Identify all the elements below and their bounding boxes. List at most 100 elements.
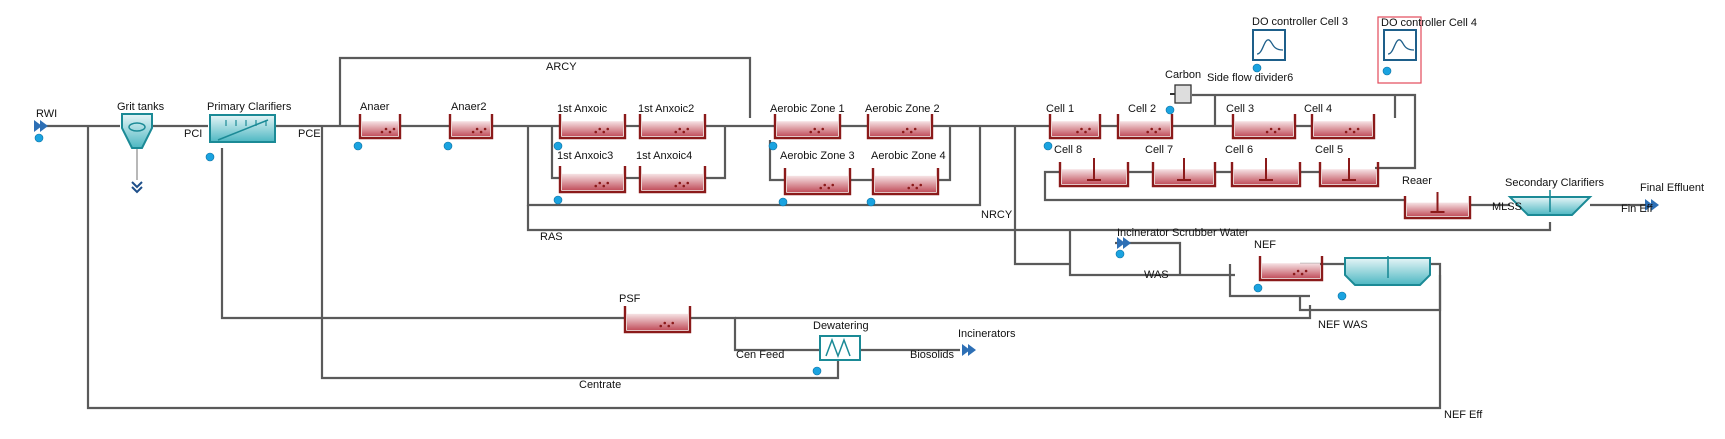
- bubble-icon: [659, 324, 663, 328]
- tank-anaer2[interactable]: [443, 114, 494, 151]
- dewatering-unit[interactable]: [812, 335, 861, 376]
- bubble-icon: [380, 130, 384, 134]
- label-cell-6: Cell 6: [1225, 144, 1253, 156]
- tank-cell-6[interactable]: [1230, 158, 1302, 188]
- bubble-icon: [606, 127, 610, 131]
- status-dot-icon: [768, 141, 778, 151]
- tank-aerobic-zone-2[interactable]: [866, 114, 934, 140]
- secondary-clarifier[interactable]: [1507, 190, 1593, 216]
- bubble-icon: [1088, 127, 1091, 131]
- tank-1st-anxoic4[interactable]: [638, 166, 707, 194]
- pipe-ras[interactable]: [526, 205, 1552, 232]
- label-rwi: RWI: [36, 108, 57, 120]
- tank-cell-1[interactable]: [1043, 114, 1102, 151]
- pipe-cell8-reaer[interactable]: [1043, 170, 1405, 202]
- bubble-icon: [919, 183, 923, 187]
- pipe-arcy[interactable]: [338, 56, 752, 126]
- tank-liquid: [1120, 121, 1170, 136]
- tank-1st-anxoic[interactable]: [553, 114, 627, 151]
- bubble-icon: [686, 181, 690, 185]
- tank-1st-anxoic2[interactable]: [638, 114, 707, 140]
- bubble-icon: [1348, 127, 1352, 131]
- tank-reaer[interactable]: [1403, 192, 1472, 220]
- rwi-influent-icon[interactable]: [34, 120, 48, 143]
- pipe-incin-water[interactable]: [1115, 241, 1182, 275]
- tank-aerobic-zone-4[interactable]: [866, 168, 940, 207]
- label-incinerators: Incinerators: [958, 328, 1016, 340]
- mixer-icon: [1087, 158, 1101, 181]
- tank-aerobic-zone-1[interactable]: [768, 114, 842, 151]
- tank-wall: [1116, 114, 1174, 140]
- status-dot-icon: [1382, 66, 1392, 76]
- pipe-nrcy[interactable]: [526, 126, 982, 207]
- do-controller-cell4[interactable]: [1377, 16, 1422, 84]
- incinerator-scrubber-water-icon[interactable]: [1115, 237, 1131, 259]
- incinerators-icon[interactable]: [962, 344, 976, 356]
- tank-liquid: [362, 121, 398, 136]
- label-1st-anxoic4: 1st Anxoic4: [636, 150, 692, 162]
- pipe-centrate[interactable]: [320, 126, 840, 380]
- status-dot-icon: [1253, 283, 1263, 293]
- label-carbon: Carbon: [1165, 69, 1201, 81]
- bubble-icon: [1273, 130, 1277, 134]
- tank-wall: [1318, 162, 1380, 188]
- label-grit-tanks: Grit tanks: [117, 101, 165, 113]
- carbon-dosing[interactable]: [1165, 84, 1192, 115]
- tank-cell-8[interactable]: [1058, 158, 1130, 188]
- tank-wall: [1230, 162, 1302, 188]
- final-effluent-icon[interactable]: [1645, 199, 1659, 211]
- tank-wall: [638, 166, 707, 194]
- tank-liquid: [875, 175, 936, 192]
- label-cell-7: Cell 7: [1145, 144, 1173, 156]
- tank-cell-2[interactable]: [1116, 114, 1174, 140]
- tank-wall: [358, 114, 402, 140]
- grit-tank[interactable]: [121, 113, 153, 149]
- bubble-icon: [831, 183, 835, 187]
- pipe-was-drop[interactable]: [1013, 126, 1070, 266]
- bubble-icon: [1352, 130, 1356, 134]
- label-cell-8: Cell 8: [1054, 144, 1082, 156]
- bubble-icon: [598, 181, 602, 185]
- label-cell-4: Cell 4: [1304, 103, 1332, 115]
- mixer-icon: [1430, 192, 1445, 213]
- label-final-effluent: Final Effluent: [1640, 182, 1704, 194]
- label-biosolids: Biosolids: [910, 349, 955, 361]
- label-cen-feed: Cen Feed: [736, 349, 784, 361]
- label-nef-was: NEF WAS: [1318, 319, 1368, 331]
- pipe-cen-feed[interactable]: [690, 316, 820, 352]
- pipe-primary-sludge[interactable]: [220, 148, 625, 320]
- tank-1st-anxoic3[interactable]: [553, 166, 627, 205]
- label-secondary-clarifiers: Secondary Clarifiers: [1505, 177, 1605, 189]
- do-controller-cell3[interactable]: [1252, 29, 1286, 73]
- tank-nef[interactable]: [1253, 256, 1324, 293]
- tank-cell-5[interactable]: [1318, 158, 1380, 188]
- nef-clarifier[interactable]: [1337, 256, 1431, 301]
- pipe-anx-lower-out[interactable]: [705, 126, 727, 180]
- labels: RWI Grit tanks Primary Clarifiers PCI PC…: [36, 16, 1704, 421]
- bubble-icon: [682, 184, 686, 188]
- tank-cell-3[interactable]: [1231, 114, 1297, 140]
- bubble-icon: [388, 130, 392, 134]
- pipe-nef-eff[interactable]: [86, 126, 1442, 410]
- primary-clarifier[interactable]: [205, 114, 276, 162]
- tank-anaer[interactable]: [353, 114, 402, 151]
- pipe-nef-was[interactable]: [735, 305, 1312, 320]
- pipe-aer-lower-out[interactable]: [938, 126, 952, 182]
- bubble-icon: [813, 127, 817, 131]
- status-dot-icon: [553, 141, 563, 151]
- pipe-anx-lower-in[interactable]: [550, 126, 560, 180]
- tank-cell-4[interactable]: [1310, 114, 1376, 140]
- pipe-aer-lower-in[interactable]: [768, 140, 785, 182]
- label-1st-anxoic3: 1st Anxoic3: [557, 150, 613, 162]
- tank-aerobic-zone-3[interactable]: [778, 168, 852, 207]
- label-aerobic-zone-3: Aerobic Zone 3: [780, 150, 855, 162]
- pipe-nef-in[interactable]: [1228, 264, 1310, 298]
- bubble-icon: [594, 184, 598, 188]
- pipe-to-cell5[interactable]: [1375, 93, 1417, 170]
- bubble-icon: [1154, 130, 1157, 134]
- label-aerobic-zone-2: Aerobic Zone 2: [865, 103, 940, 115]
- tank-psf[interactable]: [623, 306, 692, 334]
- tank-cell-7[interactable]: [1151, 158, 1217, 188]
- status-dot-icon: [778, 197, 788, 207]
